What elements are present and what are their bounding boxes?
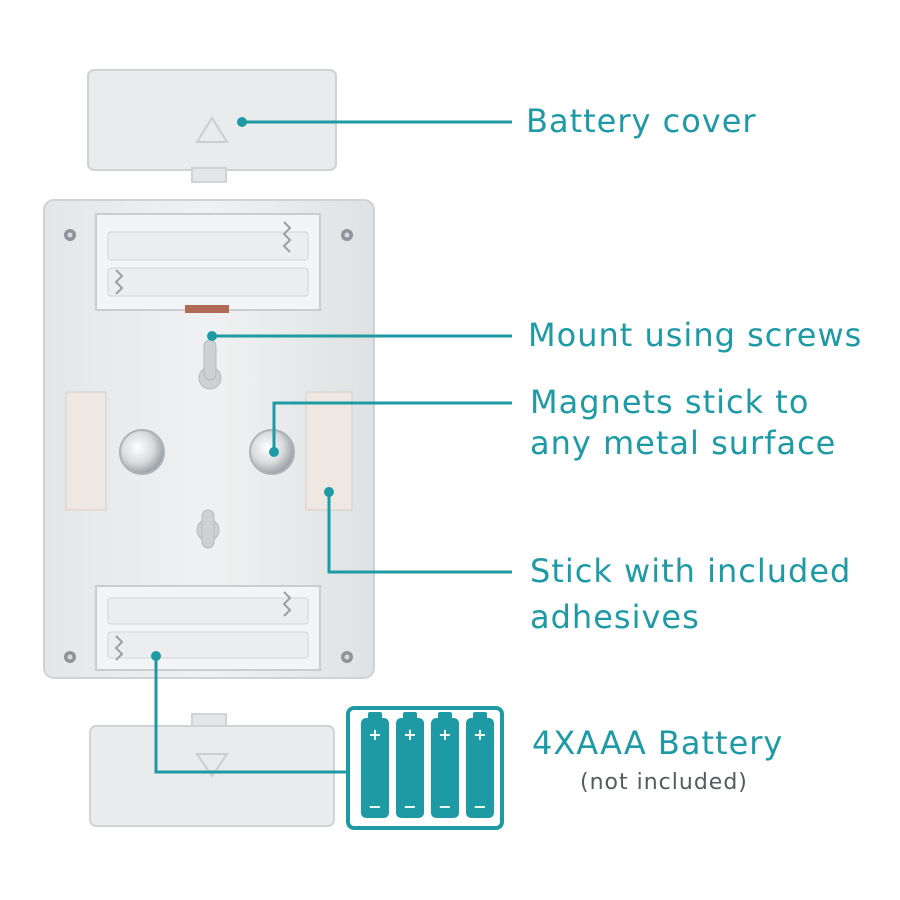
bottom-battery-cover (89, 713, 335, 827)
label-magnets-line2: any metal surface (530, 424, 837, 462)
battery-2-minus: − (403, 797, 416, 816)
label-mount-screws: Mount using screws (528, 316, 863, 354)
label-battery-main: 4XAAA Battery (532, 724, 784, 762)
adhesive-pad-left (65, 391, 107, 511)
callout-line-magnets (272, 401, 512, 452)
battery-3-plus: + (438, 725, 451, 744)
battery-1-minus: − (368, 797, 381, 816)
top-battery-compartment (95, 213, 321, 313)
battery-3-minus: − (438, 797, 451, 816)
keyhole-slot-bottom (196, 509, 220, 549)
callout-dots (151, 117, 334, 661)
label-battery-note: (not included) (580, 770, 748, 795)
label-adhesive-line1: Stick with included (530, 552, 852, 590)
screw-icons (64, 229, 353, 663)
device-body (43, 199, 375, 679)
callout-lines (154, 120, 512, 774)
magnet-left (119, 429, 165, 475)
label-magnets-line1: Magnets stick to (530, 383, 810, 421)
label-adhesive-line2: adhesives (530, 598, 700, 636)
battery-2-plus: + (403, 725, 416, 744)
bottom-battery-compartment (95, 585, 321, 671)
callout-line-adhesive (327, 492, 512, 574)
cover-arrow-icon (195, 116, 229, 143)
callout-line-battery (154, 656, 348, 774)
label-battery-cover: Battery cover (526, 102, 757, 140)
battery-1-plus: + (368, 725, 381, 744)
battery-4-plus: + (473, 725, 486, 744)
keyhole-slot-top (198, 339, 222, 390)
battery-4-minus: − (473, 797, 486, 816)
battery-pack-icon: + + + + − − − − (346, 706, 504, 830)
top-battery-cover (87, 69, 337, 183)
cover-arrow-icon-bottom (195, 753, 229, 778)
